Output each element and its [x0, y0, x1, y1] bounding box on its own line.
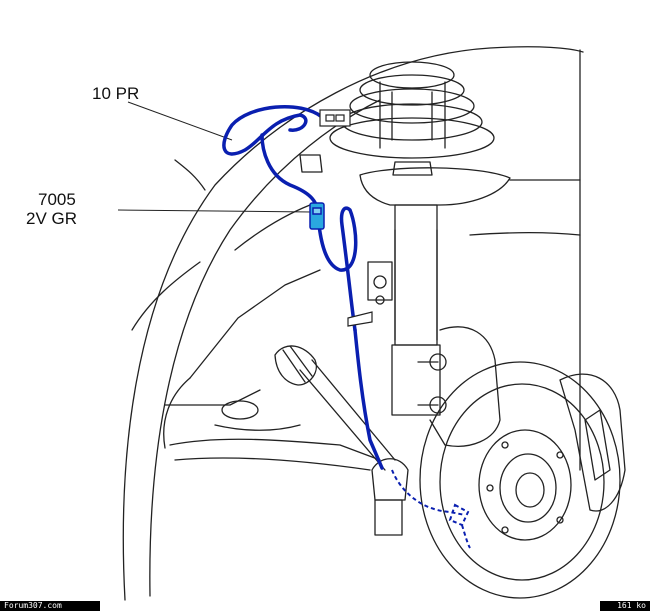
leader-line-10pr — [127, 101, 233, 141]
strut-bracket — [367, 261, 393, 301]
abs-harness — [222, 105, 384, 470]
footer-site: Forum307.com — [0, 601, 100, 611]
wheel-arch — [122, 46, 584, 601]
abs-harness-hidden — [391, 469, 471, 549]
strut-tube — [394, 204, 438, 346]
brake-caliper — [559, 373, 626, 512]
ball-joint — [374, 499, 403, 536]
spring-seat — [359, 167, 511, 206]
harness-clip — [347, 311, 373, 327]
steering-knuckle — [429, 326, 501, 447]
drive-shaft — [299, 359, 396, 471]
coil-spring — [329, 61, 495, 159]
connector-10pr — [319, 109, 351, 127]
fender-liner — [131, 261, 201, 331]
connector-7005 — [309, 202, 325, 230]
footer-size: 161 ko — [600, 601, 650, 611]
label-connector-10pr: 10 PR — [92, 84, 140, 103]
label-7005-desc: 2V GR — [26, 209, 78, 228]
label-connector-7005: 7005 2V GR — [26, 190, 77, 228]
leader-line-7005 — [117, 209, 313, 213]
body-panel — [299, 154, 323, 173]
brake-disc — [419, 361, 621, 599]
lower-arm — [169, 438, 381, 461]
strut-lower — [391, 344, 441, 416]
cv-boot — [274, 345, 317, 386]
label-7005-code: 7005 — [38, 190, 76, 209]
wheel-arch-inner — [149, 99, 381, 597]
